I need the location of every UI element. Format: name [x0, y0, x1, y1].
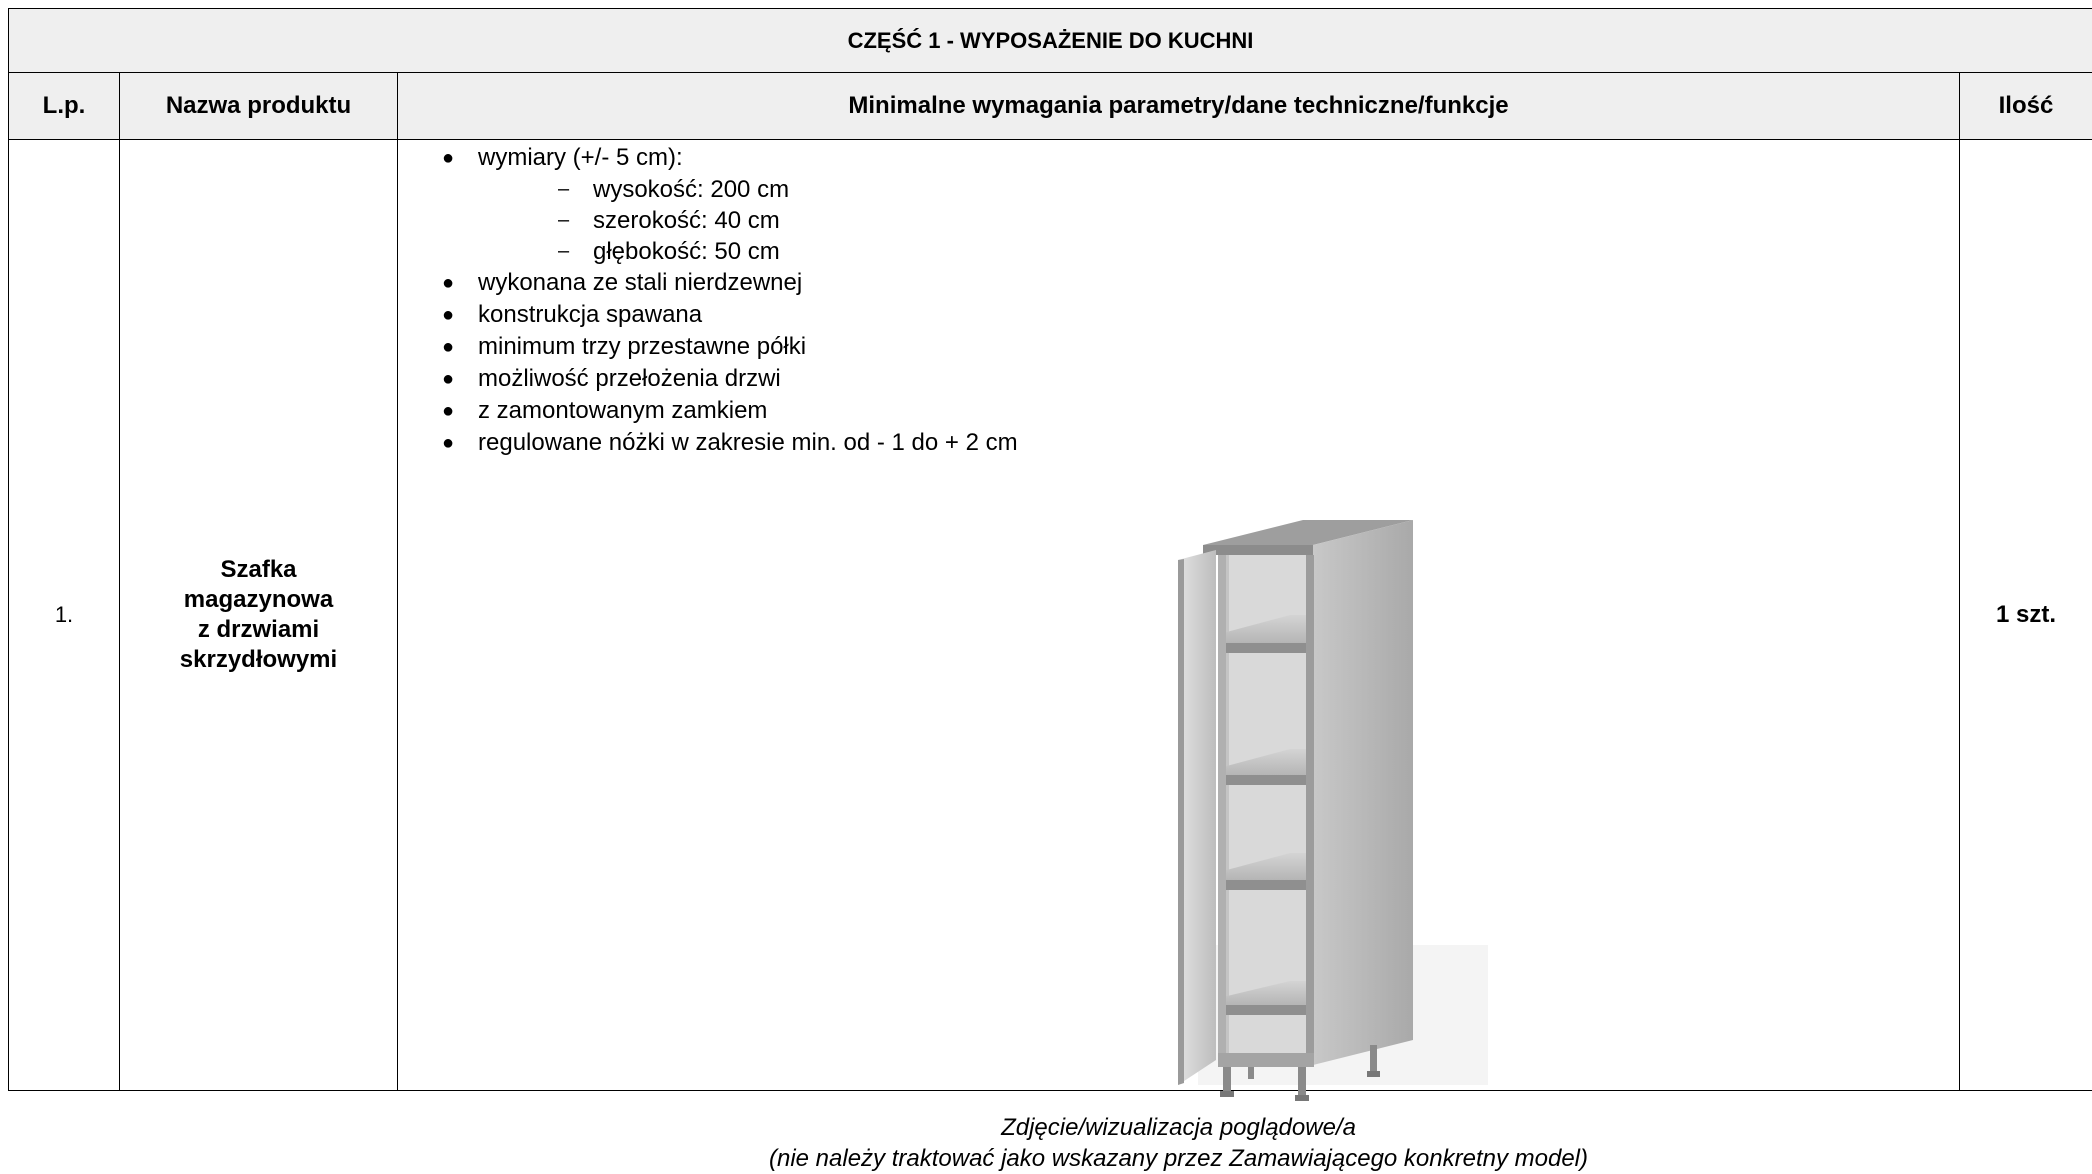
feature-text: wykonana ze stali nierdzewnej	[478, 269, 802, 296]
feature-text: konstrukcja spawana	[478, 301, 702, 328]
list-item: –szerokość: 40 cm	[398, 205, 1959, 236]
header-product-name: Nazwa produktu	[120, 73, 398, 140]
bullet-icon: ●	[442, 331, 454, 363]
table-row: 1. Szafka magazynowa z drzwiami skrzydło…	[9, 140, 2092, 1091]
list-item: ● minimum trzy przestawne półki	[398, 331, 1959, 363]
list-item: ● regulowane nóżki w zakresie min. od - 1…	[398, 427, 1959, 459]
product-name-line: Szafka	[120, 555, 397, 585]
header-quantity: Ilość	[1960, 73, 2092, 140]
product-name: Szafka magazynowa z drzwiami skrzydłowym…	[120, 140, 398, 1091]
header-lp: L.p.	[9, 73, 120, 140]
dimension-text: szerokość: 40 cm	[593, 207, 780, 234]
dash-icon: –	[558, 236, 569, 267]
feature-text: możliwość przełożenia drzwi	[478, 365, 781, 392]
list-item: –wysokość: 200 cm	[398, 174, 1959, 205]
photo-caption: Zdjęcie/wizualizacja poglądowe/a (nie na…	[398, 1112, 1959, 1174]
list-item: –głębokość: 50 cm	[398, 236, 1959, 267]
header-requirements: Minimalne wymagania parametry/dane techn…	[398, 73, 1960, 140]
caption-line-2: (nie należy traktować jako wskazany prze…	[398, 1143, 1959, 1174]
product-name-line: magazynowa	[120, 585, 397, 615]
product-name-line: skrzydłowymi	[120, 645, 397, 675]
quantity: 1 szt.	[1960, 140, 2092, 1091]
feature-text: minimum trzy przestawne półki	[478, 333, 806, 360]
bullet-icon: ●	[442, 395, 454, 427]
feature-text: z zamontowanym zamkiem	[478, 397, 767, 424]
list-item: ● wykonana ze stali nierdzewnej	[398, 267, 1959, 299]
bullet-icon: ●	[442, 299, 454, 331]
dash-icon: –	[558, 174, 569, 205]
list-item: ● konstrukcja spawana	[398, 299, 1959, 331]
list-item: ● wymiary (+/- 5 cm): –wysokość: 200 cm …	[398, 142, 1959, 267]
section-title: CZĘŚĆ 1 - WYPOSAŻENIE DO KUCHNI	[9, 9, 2092, 73]
dimension-text: głębokość: 50 cm	[593, 238, 780, 265]
dimensions-label: wymiary (+/- 5 cm):	[478, 144, 683, 171]
dash-icon: –	[558, 205, 569, 236]
cabinet-photo	[1058, 505, 1488, 1105]
requirements-table: CZĘŚĆ 1 - WYPOSAŻENIE DO KUCHNI L.p. Naz…	[8, 8, 2092, 1091]
product-name-line: z drzwiami	[120, 615, 397, 645]
requirements-list: ● wymiary (+/- 5 cm): –wysokość: 200 cm …	[398, 142, 1959, 459]
row-number: 1.	[9, 140, 120, 1091]
bullet-icon: ●	[442, 267, 454, 299]
bullet-icon: ●	[442, 427, 454, 459]
list-item: ● z zamontowanym zamkiem	[398, 395, 1959, 427]
cabinet-illustration	[1058, 505, 1488, 1105]
caption-line-1: Zdjęcie/wizualizacja poglądowe/a	[398, 1112, 1959, 1143]
dimensions-list: –wysokość: 200 cm –szerokość: 40 cm –głę…	[398, 174, 1959, 267]
bullet-icon: ●	[442, 142, 454, 174]
bullet-icon: ●	[442, 363, 454, 395]
requirements-cell: ● wymiary (+/- 5 cm): –wysokość: 200 cm …	[398, 140, 1960, 1091]
dimension-text: wysokość: 200 cm	[593, 176, 789, 203]
list-item: ● możliwość przełożenia drzwi	[398, 363, 1959, 395]
feature-text: regulowane nóżki w zakresie min. od - 1 …	[478, 429, 1018, 456]
